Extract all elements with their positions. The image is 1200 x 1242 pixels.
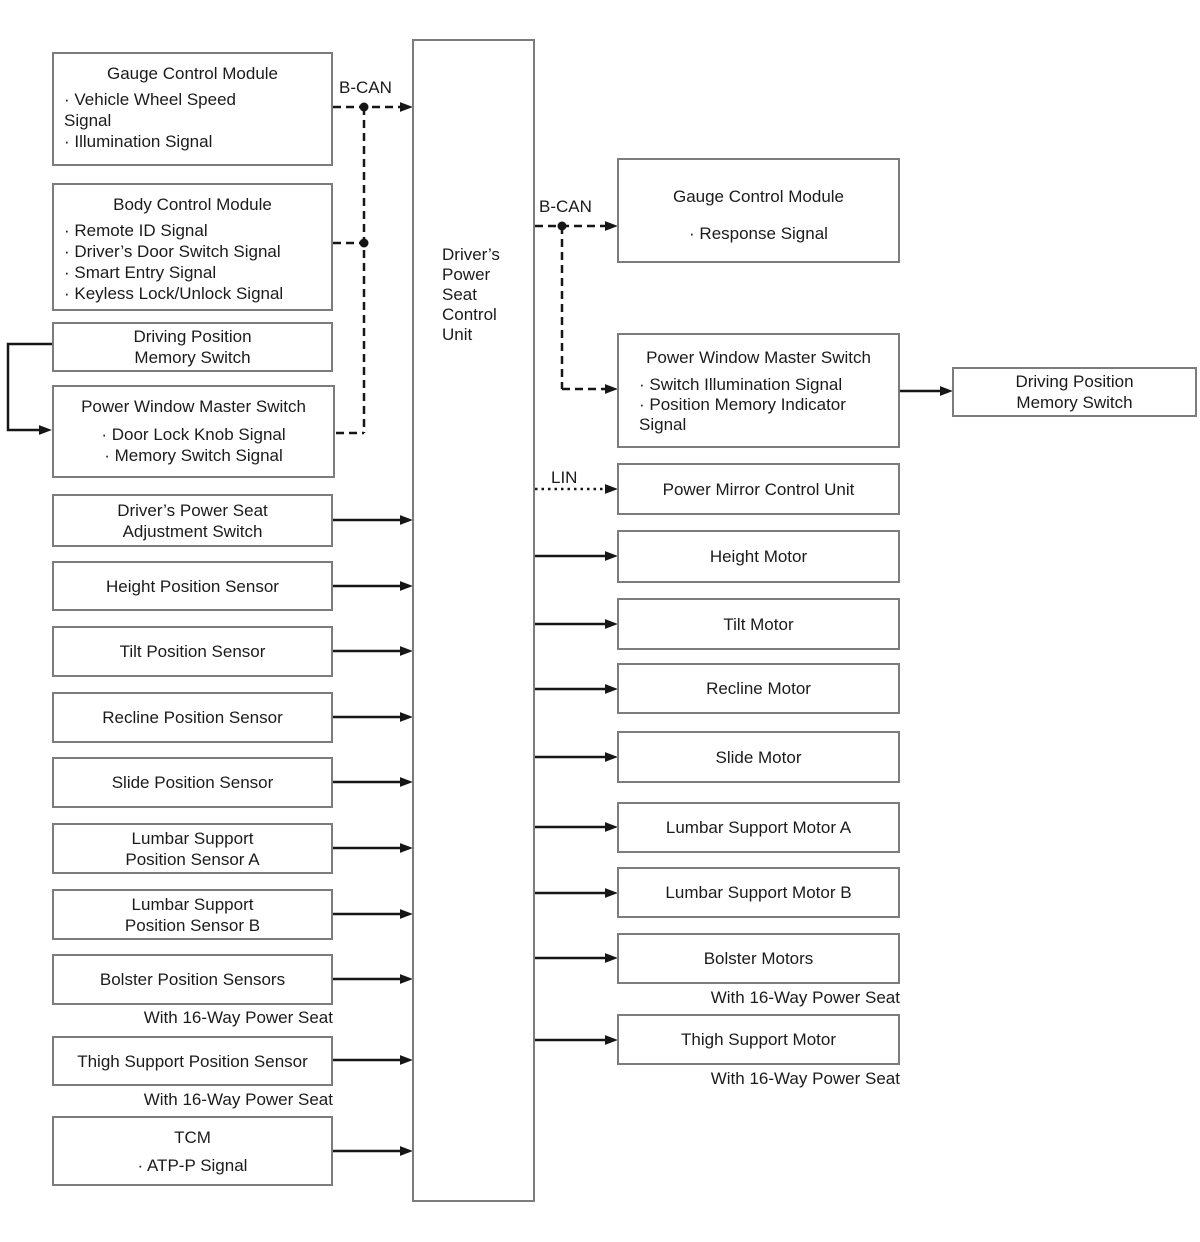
note-with-16-way-power-seat: With 16-Way Power Seat bbox=[143, 1008, 333, 1027]
box-label: Thigh Support Motor bbox=[681, 1030, 836, 1049]
signal-item: · Keyless Lock/Unlock Signal bbox=[64, 284, 284, 303]
cu-line: Driver’s bbox=[442, 245, 500, 264]
box-items: · ATP-P Signal bbox=[54, 1155, 331, 1176]
box-label: Lumbar Support Motor B bbox=[665, 883, 852, 902]
output-box-lumbar-support-motor-b: Lumbar Support Motor B bbox=[617, 867, 900, 918]
drivers-power-seat-control-unit-label: Driver’s Power Seat Control Unit bbox=[442, 245, 524, 345]
input-box-tcm: TCM · ATP-P Signal bbox=[52, 1116, 333, 1186]
signal-item: · Position Memory Indicator bbox=[639, 395, 846, 414]
bcan-right-label: B-CAN bbox=[539, 197, 592, 216]
box-label: Lumbar Support Motor A bbox=[665, 818, 852, 837]
input-box-lumbar-support-position-sensor-a: Lumbar Support Position Sensor A bbox=[52, 823, 333, 874]
note-with-16-way-power-seat: With 16-Way Power Seat bbox=[710, 988, 900, 1007]
box-items: · Response Signal bbox=[619, 223, 898, 244]
input-box-gauge-control-module: Gauge Control Module · Vehicle Wheel Spe… bbox=[52, 52, 333, 166]
signal-item: · Vehicle Wheel Speed bbox=[64, 90, 236, 109]
signal-item: Signal bbox=[64, 111, 112, 130]
box-label: Thigh Support Position Sensor bbox=[77, 1051, 308, 1071]
box-label: Lumbar Support bbox=[131, 894, 254, 914]
box-label: Adjustment Switch bbox=[122, 521, 263, 541]
signal-item: · Response Signal bbox=[689, 224, 828, 243]
box-label: Bolster Position Sensors bbox=[99, 970, 286, 989]
output-box-power-mirror-control-unit: Power Mirror Control Unit bbox=[617, 463, 900, 515]
box-label: Memory Switch bbox=[1016, 393, 1133, 412]
box-title: TCM bbox=[174, 1128, 211, 1147]
input-box-driving-position-memory-switch: Driving Position Memory Switch bbox=[52, 322, 333, 372]
box-title: Body Control Module bbox=[113, 195, 272, 214]
output-box-height-motor: Height Motor bbox=[617, 530, 900, 583]
box-label: Driving Position bbox=[133, 327, 252, 346]
box-title: Power Window Master Switch bbox=[81, 397, 306, 416]
box-title: Gauge Control Module bbox=[106, 64, 279, 83]
box-title: Gauge Control Module bbox=[672, 187, 845, 206]
output-box-tilt-motor: Tilt Motor bbox=[617, 598, 900, 650]
box-title: Power Window Master Switch bbox=[646, 348, 871, 367]
far-right-box-driving-position-memory-switch: Driving Position Memory Switch bbox=[952, 367, 1197, 417]
input-box-slide-position-sensor: Slide Position Sensor bbox=[52, 757, 333, 808]
output-box-lumbar-support-motor-a: Lumbar Support Motor A bbox=[617, 802, 900, 853]
cu-line: Power bbox=[442, 265, 491, 284]
box-label: Driving Position bbox=[1015, 372, 1134, 391]
input-box-thigh-support-position-sensor: Thigh Support Position Sensor bbox=[52, 1036, 333, 1086]
box-items: · Remote ID Signal · Driver’s Door Switc… bbox=[54, 220, 331, 304]
box-label: Power Mirror Control Unit bbox=[662, 479, 855, 499]
box-label: Tilt Position Sensor bbox=[119, 642, 266, 661]
bcan-left-label: B-CAN bbox=[339, 78, 392, 97]
box-label: Driver’s Power Seat bbox=[117, 500, 268, 520]
output-box-gauge-control-module: Gauge Control Module · Response Signal bbox=[617, 158, 900, 263]
input-box-power-window-master-switch: Power Window Master Switch · Door Lock K… bbox=[52, 385, 335, 478]
cu-line: Unit bbox=[442, 325, 473, 344]
lin-label: LIN bbox=[551, 468, 578, 487]
signal-item: · Memory Switch Signal bbox=[104, 446, 283, 465]
box-label: Position Sensor A bbox=[125, 849, 260, 869]
box-items: · Door Lock Knob Signal · Memory Switch … bbox=[54, 424, 333, 466]
box-label: Bolster Motors bbox=[703, 949, 814, 968]
box-items: · Switch Illumination Signal · Position … bbox=[619, 375, 898, 435]
input-box-drivers-power-seat-adjustment-switch: Driver’s Power Seat Adjustment Switch bbox=[52, 494, 333, 547]
input-box-bolster-position-sensors: Bolster Position Sensors bbox=[52, 954, 333, 1005]
note-with-16-way-power-seat: With 16-Way Power Seat bbox=[143, 1090, 333, 1109]
signal-item: · Remote ID Signal bbox=[64, 221, 208, 240]
signal-item: · Driver’s Door Switch Signal bbox=[64, 242, 281, 261]
box-label: Recline Motor bbox=[706, 679, 811, 698]
box-label: Position Sensor B bbox=[124, 915, 261, 935]
input-box-recline-position-sensor: Recline Position Sensor bbox=[52, 692, 333, 743]
output-box-recline-motor: Recline Motor bbox=[617, 663, 900, 714]
output-box-thigh-support-motor: Thigh Support Motor bbox=[617, 1014, 900, 1065]
signal-item: · Switch Illumination Signal bbox=[639, 375, 843, 394]
cu-line: Seat bbox=[442, 285, 477, 304]
input-box-body-control-module: Body Control Module · Remote ID Signal ·… bbox=[52, 183, 333, 311]
box-label: Lumbar Support bbox=[131, 828, 254, 848]
signal-item: · ATP-P Signal bbox=[137, 1156, 248, 1175]
box-label: Height Motor bbox=[709, 547, 808, 566]
output-box-bolster-motors: Bolster Motors bbox=[617, 933, 900, 984]
box-label: Tilt Motor bbox=[723, 614, 794, 634]
box-label: Recline Position Sensor bbox=[102, 708, 283, 727]
input-box-tilt-position-sensor: Tilt Position Sensor bbox=[52, 626, 333, 677]
signal-item: · Illumination Signal bbox=[64, 132, 213, 151]
cu-line: Control bbox=[442, 305, 497, 324]
drivers-power-seat-control-unit-box: Driver’s Power Seat Control Unit bbox=[412, 39, 535, 1202]
output-box-power-window-master-switch: Power Window Master Switch · Switch Illu… bbox=[617, 333, 900, 448]
box-label: Slide Position Sensor bbox=[111, 773, 274, 792]
box-items: · Vehicle Wheel Speed Signal · Illuminat… bbox=[54, 89, 331, 152]
box-label: Slide Motor bbox=[715, 747, 802, 767]
note-with-16-way-power-seat: With 16-Way Power Seat bbox=[710, 1069, 900, 1088]
output-box-slide-motor: Slide Motor bbox=[617, 731, 900, 783]
box-label: Height Position Sensor bbox=[106, 576, 279, 596]
signal-item: · Door Lock Knob Signal bbox=[101, 425, 286, 444]
box-label: Memory Switch bbox=[134, 348, 251, 367]
signal-item: · Smart Entry Signal bbox=[64, 263, 217, 282]
signal-item: Signal bbox=[639, 415, 687, 434]
input-box-height-position-sensor: Height Position Sensor bbox=[52, 561, 333, 611]
input-box-lumbar-support-position-sensor-b: Lumbar Support Position Sensor B bbox=[52, 889, 333, 940]
